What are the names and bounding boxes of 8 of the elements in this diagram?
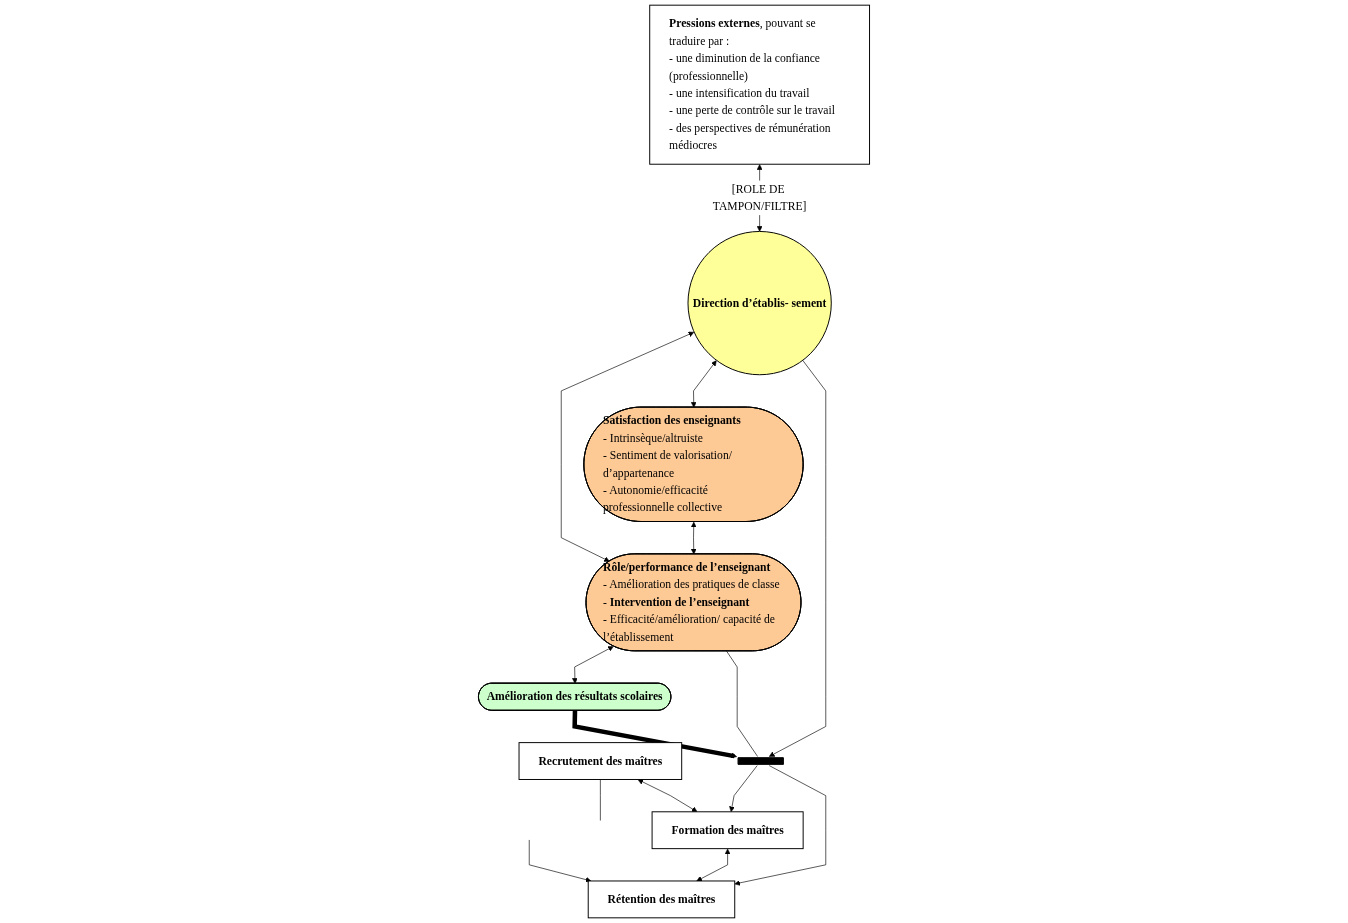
arrow [572,710,738,759]
node-box [651,811,804,850]
node-circle [687,230,832,376]
connector [600,779,601,821]
node-box [518,742,683,780]
connector [726,650,758,757]
node-box [587,880,736,919]
node-box [649,4,871,165]
